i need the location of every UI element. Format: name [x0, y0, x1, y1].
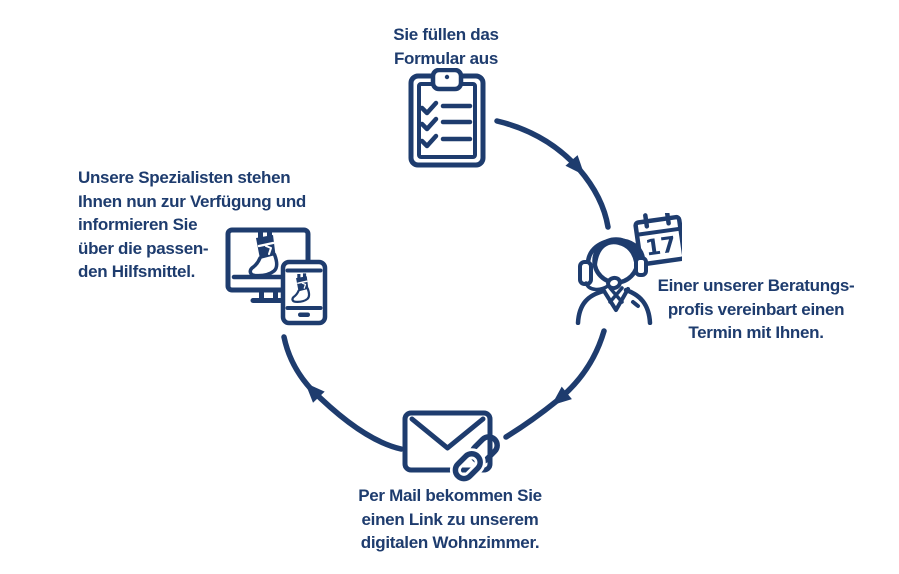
text-line: Ihnen nun zur Verfügung und: [78, 191, 306, 211]
text-line: Unsere Spezialisten stehen: [78, 168, 291, 187]
monitor-stand: [259, 287, 278, 301]
agent-shoulder-right: [623, 287, 653, 325]
calendar-day: 17: [644, 233, 678, 262]
headset-earpiece-left: [578, 260, 593, 286]
headset-band: [585, 238, 646, 268]
envelope-flap: [409, 416, 486, 451]
text-line: den Hilfsmittel.: [78, 262, 196, 281]
agent-hair: [593, 240, 638, 267]
email-with-link-icon: [402, 410, 500, 484]
step-bottom-label: Per Mail bekommen Sie einen Link zu unse…: [300, 484, 600, 555]
microphone-icon: [606, 275, 622, 291]
step-left-label: Unsere Spezialisten stehen Ihnen nun zur…: [78, 166, 350, 284]
microphone-boom: [584, 281, 610, 292]
text-line: Termin mit Ihnen.: [688, 323, 824, 342]
envelope-icon: [402, 410, 493, 473]
text-line: profis vereinbart einen: [667, 299, 845, 319]
text-line: Sie füllen das: [393, 25, 499, 44]
checkmark-icon: [419, 100, 439, 116]
calendar-icon: 17: [633, 213, 682, 267]
agent-collar: [602, 287, 630, 312]
arrow-bottom-to-left: [281, 334, 404, 452]
text-line: Formular aus: [393, 48, 499, 68]
text-line: Einer unserer Beratungs-: [657, 276, 855, 295]
text-line: einen Link zu unserem: [361, 509, 539, 529]
chain-link-icon: [449, 434, 500, 484]
step-right-label: Einer unserer Beratungs- profis vereinba…: [616, 274, 896, 345]
clipboard-checklist-icon: [408, 68, 486, 168]
monitor-and-phone-with-ankle-brace-icon: [225, 227, 328, 326]
agent-shoulder-left: [575, 288, 607, 325]
text-line: Per Mail bekommen Sie: [358, 486, 542, 505]
clipboard-clip: [430, 68, 464, 92]
text-line: digitalen Wohnzimmer.: [360, 533, 540, 552]
phone-home-button: [298, 312, 310, 317]
headset-earpiece-right: [634, 256, 648, 277]
step-top-label: Sie füllen das Formular aus: [296, 23, 596, 70]
arrow-top-to-right: [494, 118, 611, 230]
checkmark-icon: [419, 133, 439, 149]
support-agent-with-calendar-icon: 17: [575, 213, 682, 325]
arrow-right-to-bottom: [503, 328, 607, 440]
checkmark-icon: [419, 116, 439, 132]
text-line: über die passen-: [78, 238, 209, 258]
text-line: informieren Sie: [78, 215, 198, 234]
